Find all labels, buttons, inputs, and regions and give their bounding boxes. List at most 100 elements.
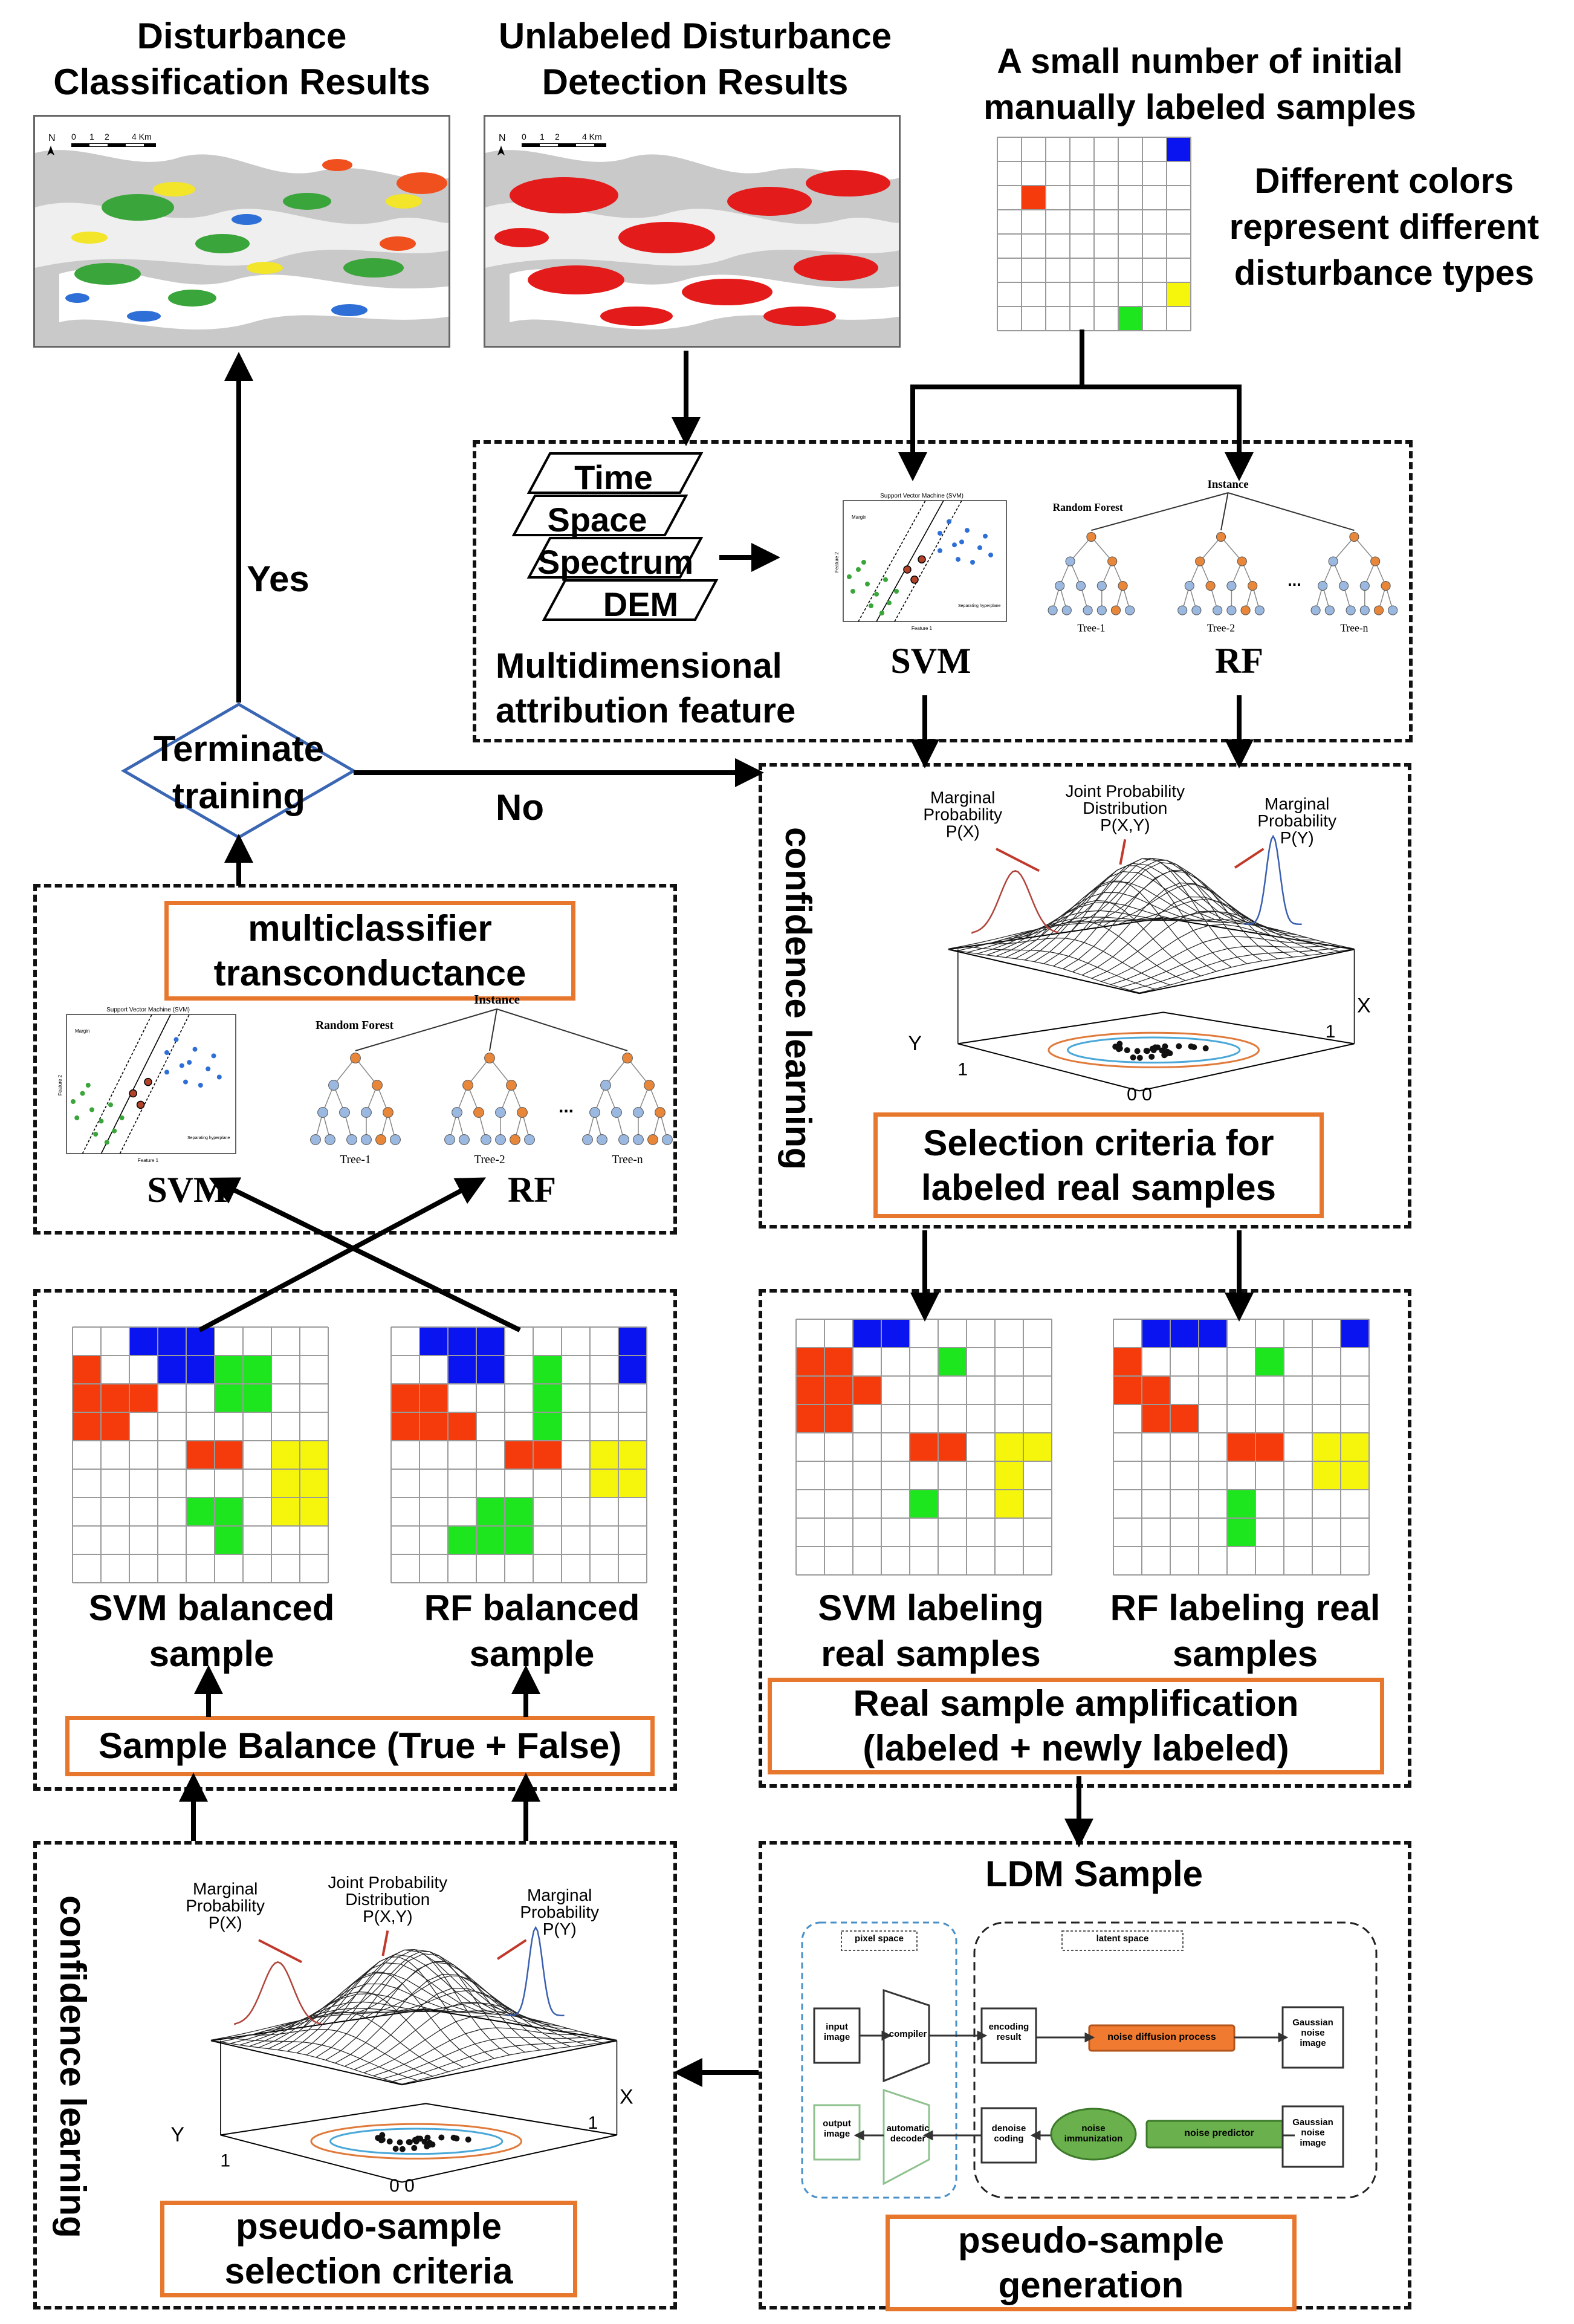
svm-green-point [93,1132,99,1137]
red-sample-cell [1170,1404,1199,1433]
rf-balanced-grid-svg [390,1326,647,1583]
svm-green-point [847,574,852,579]
ldm-title: LDM Sample [985,1854,1203,1894]
svm-green-point [71,1099,76,1104]
marginal-px-label: P(X) [209,1913,242,1932]
marginal-px-label: Marginal [930,788,995,807]
rf-tree-node [622,1053,633,1063]
svm-green-point [887,600,892,606]
svm-green-point [850,589,855,594]
rf-tree-node [444,1134,455,1145]
blue-sample-cell [1341,1319,1369,1348]
yellow-sample-cell [618,1441,647,1469]
colors-note: Different colors represent different dis… [1229,161,1540,293]
rf-tree-node [1254,605,1265,615]
svm-support-vector [129,1089,137,1098]
svm-blue-point [216,1074,222,1080]
red-sample-cell [533,1441,562,1469]
joint-pxy-label: Distribution [1083,799,1167,817]
joint-sample-point [1155,1044,1161,1051]
svm-margin-label: Margin [852,514,866,520]
red-sample-cell [1142,1376,1170,1404]
decoder-label: automatic decoder [886,2123,930,2144]
rf-tree-node [655,1107,666,1118]
green-sample-cell [910,1490,938,1518]
rf-tree-node [452,1107,462,1118]
rf-tree-node [481,1134,491,1145]
rf-tree-node [495,1134,506,1145]
rf-tree-node [662,1134,673,1145]
rf-title-label: Random Forest [1053,501,1123,513]
svm-blue-point [179,1063,184,1068]
joint-sample-point [411,2144,418,2151]
detection-map-tick-0: 0 [522,132,526,141]
svm-blue-point [183,1079,188,1085]
rf-tree-node [1240,605,1251,615]
ldm-diagram: pixel space latent space input image out… [799,1918,1379,2205]
rf-tree-node [1359,580,1370,591]
svm-balanced-grid [71,1326,329,1587]
green-sample-cell [1118,307,1142,331]
svm-green-point [74,1115,80,1120]
yellow-sample-cell [271,1498,300,1526]
classification-map-graphic: N 0 1 2 4 Km [35,132,449,346]
green-sample-cell [1227,1518,1255,1547]
green-sample-cell [533,1412,562,1441]
noise-predictor-label: noise predictor [1184,2128,1254,2138]
noise-diffusion-label: noise diffusion process [1107,2032,1216,2042]
rf-tree-node [524,1134,535,1145]
rf-tree-node [597,1134,607,1145]
rf-tree-node [600,1080,611,1091]
yellow-sample-cell [1341,1433,1369,1461]
noise-immunization-label: noise immunization [1064,2123,1123,2144]
red-sample-cell [1142,1404,1170,1433]
axis-tick-one-y: 1 [957,1059,968,1079]
rf-tree-node [517,1107,528,1118]
blue-sample-cell [1167,137,1191,161]
blue-sample-cell [853,1319,881,1348]
red-sample-cell [938,1433,967,1461]
marginal-px-label: Probability [186,1897,265,1915]
joint-sample-point [399,2146,406,2152]
red-sample-cell [1113,1376,1142,1404]
top-svm-label: SVM [890,641,971,681]
detection-map: N 0 1 2 4 Km [484,115,901,348]
rf-tree-node [633,1134,644,1145]
blue-sample-cell [186,1355,215,1384]
svm-blue-point [192,1047,198,1052]
svm-blue-point [198,1083,203,1088]
green-sample-cell [243,1384,271,1412]
blue-sample-cell [129,1327,158,1355]
rf-balanced-grid [390,1326,648,1587]
svm-feature1-label: Feature 1 [138,1158,159,1163]
red-sample-cell [419,1412,448,1441]
svm-green-point [89,1107,94,1112]
rf-tree-node [473,1107,484,1118]
svm-blue-point [952,542,957,548]
svm-hyperplane-label: Separating hyperplane [958,604,1001,608]
axis-y-label: Y [908,1032,922,1055]
joint-pxy-label: Joint Probability [328,1873,447,1892]
red-sample-cell [796,1404,824,1433]
rf-tree-node [582,1134,593,1145]
red-sample-cell [448,1412,476,1441]
selection-criteria-box: Selection criteria for labeled real samp… [873,1112,1324,1218]
svm-plot-title: Support Vector Machine (SVM) [106,1007,190,1013]
svm-green-point [112,1128,117,1134]
joint-sample-point [1136,1054,1143,1061]
rf-tree-node [1248,580,1258,591]
green-sample-cell [1255,1348,1284,1376]
joint-pxy-label: P(X,Y) [363,1907,412,1926]
rf-tree-node [1359,605,1370,615]
rf-tree-node [1177,605,1188,615]
rf-tree-node [350,1053,361,1063]
axis-tick-one-y: 1 [220,2150,230,2170]
classification-map-tick-0: 0 [71,132,76,141]
red-sample-cell [824,1348,853,1376]
blue-sample-cell [618,1355,647,1384]
rf-tree-node [1184,580,1194,591]
rf-tree-node [589,1107,600,1118]
